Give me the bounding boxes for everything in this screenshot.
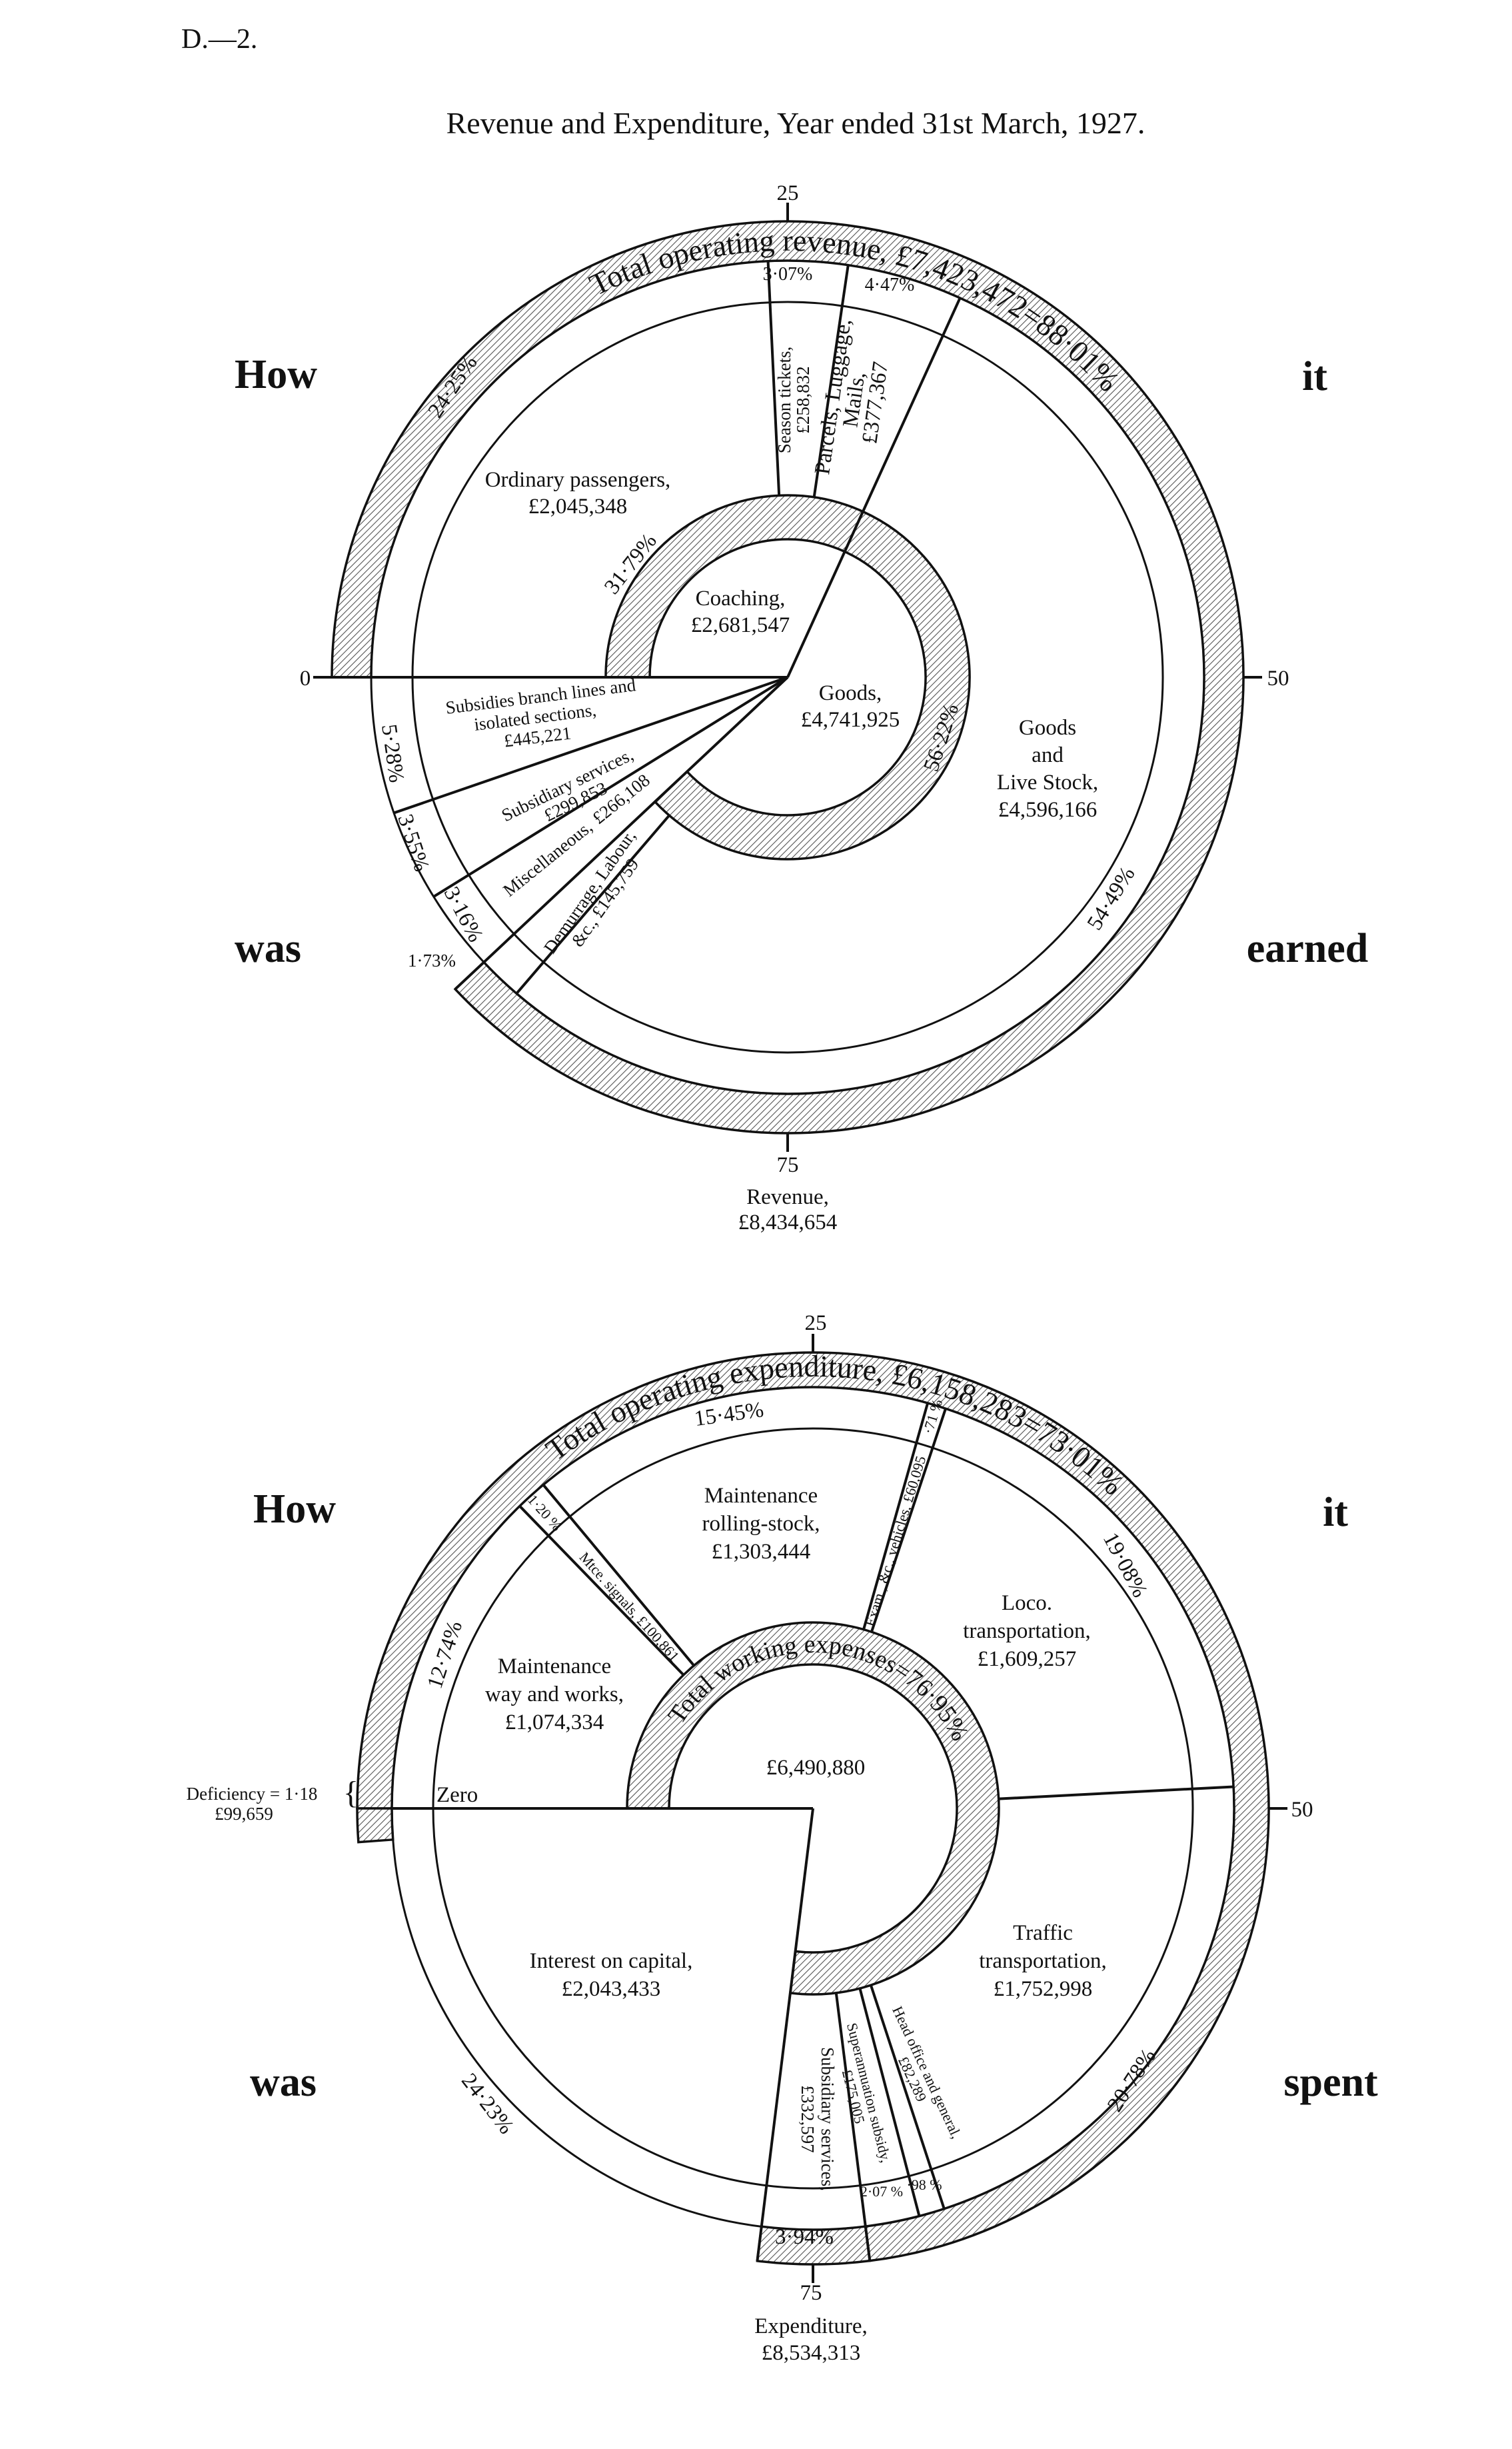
side-word-how: How [253, 1486, 336, 1532]
tick-25: 25 [805, 1311, 827, 1335]
page-title: Revenue and Expenditure, Year ended 31st… [446, 106, 1145, 140]
revenue-labels: Total operating revenue, £7,423,472=88·0… [235, 181, 1368, 1234]
tick-75: 75 [800, 2281, 822, 2305]
segment-boundary [766, 261, 781, 496]
tick-0: 0 [300, 667, 311, 691]
segment-boundary [432, 676, 789, 898]
mtce-signals-label: Mtce. signals,£100,861 [576, 1548, 683, 1664]
tick-50: 50 [1291, 1798, 1313, 1822]
parcels-label: Parcels, Luggage,Mails,£377,367 [810, 317, 898, 482]
total-working-expenses-ring [626, 1621, 1000, 1996]
subsidiary-services-label: Subsidiary services,£332,597 [798, 2047, 838, 2191]
tick-25: 25 [777, 181, 799, 205]
subsidiary-services-percent: 3·94% [775, 2225, 834, 2249]
chart-total: £8,434,654 [738, 1211, 838, 1234]
outer-ring-label: Total operating expenditure, £6,158,283=… [540, 1349, 1131, 1502]
deficiency-notch [356, 1807, 394, 1844]
total-operating-revenue-ring [331, 220, 1245, 1135]
interest-on-capital-label: Interest on capital,£2,043,433 [530, 1949, 693, 2001]
goods-ring [653, 510, 971, 861]
segment-boundary [518, 1505, 685, 1676]
segment-boundary [858, 1988, 921, 2217]
demurrage-percent: 1·73% [408, 951, 456, 971]
head-office-label: Head office and general,£82,289 [874, 2004, 965, 2148]
season-tickets-percent: 3·07% [763, 264, 813, 285]
segment-boundary [812, 265, 850, 498]
page-reference: D.—2. [181, 24, 257, 55]
rolling-stock-percent: 15·45% [693, 1398, 765, 1431]
segment-boundary [869, 1984, 946, 2210]
segment-boundary [862, 1402, 930, 1630]
segment-boundary [393, 676, 788, 815]
subsidiary-services-percent: 3·55% [392, 811, 433, 875]
side-word-spent: spent [1283, 2060, 1378, 2105]
deficiency-label: Deficiency = 1·18£99,659 [187, 1784, 318, 1824]
segment-boundary [870, 1408, 947, 1632]
chart-title: Revenue, [746, 1185, 829, 1209]
mtce-signals-percent: 1·20 % [524, 1491, 566, 1534]
side-word-it: it [1323, 1490, 1348, 1535]
superannuation-percent: 2·07 % [860, 2183, 903, 2200]
exam-vehicles-label: Exam., &c., vehicles,£60,095 [862, 1454, 930, 1628]
deficiency-brace: { [343, 1775, 359, 1810]
zero-label: Zero [436, 1783, 478, 1807]
goods-label: Goods,£4,741,925 [801, 681, 900, 732]
expenditure-chart [356, 1334, 1287, 2283]
side-word-earned: earned [1247, 926, 1369, 971]
head-office-percent: ·98 % [906, 2176, 942, 2193]
segment-boundary [834, 1992, 872, 2261]
side-word-it: it [1302, 354, 1327, 399]
inner-ring-label: Total working expenses=76·95% [662, 1630, 974, 1746]
subsidies-percent: 5·28% [377, 723, 408, 784]
side-word-was: was [250, 2060, 317, 2105]
coaching-ring [604, 494, 865, 679]
chart-total: £8,534,313 [762, 2341, 861, 2365]
subsidies-label: Subsidies branch lines andisolated secti… [444, 675, 642, 757]
segment-boundary [454, 676, 789, 991]
segment-boundary [786, 297, 962, 678]
segment-boundary [542, 1484, 695, 1666]
loco-transportation-label: Loco.transportation,£1,609,257 [963, 1591, 1091, 1671]
interest-on-capital-percent: 24·23% [456, 2069, 518, 2138]
side-word-how: How [235, 352, 317, 397]
tick-50: 50 [1267, 667, 1289, 691]
parcels-percent: 4·47% [865, 275, 915, 295]
segment-boundary [515, 814, 670, 995]
segment-boundary [998, 1785, 1234, 1800]
season-tickets-label: Season tickets,£258,832 [774, 347, 813, 453]
tick-75: 75 [777, 1153, 799, 1177]
chart-title: Expenditure, [754, 2314, 868, 2338]
revenue-chart [313, 203, 1262, 1152]
side-word-was: was [235, 926, 301, 971]
ordinary-passengers-label: Ordinary passengers,£2,045,348 [485, 468, 671, 519]
working-expenses-amount: £6,490,880 [766, 1756, 866, 1780]
coaching-label: Coaching,£2,681,547 [691, 587, 790, 637]
total-operating-expenditure-ring [356, 1351, 1270, 2262]
interest-boundary [756, 1808, 814, 2262]
